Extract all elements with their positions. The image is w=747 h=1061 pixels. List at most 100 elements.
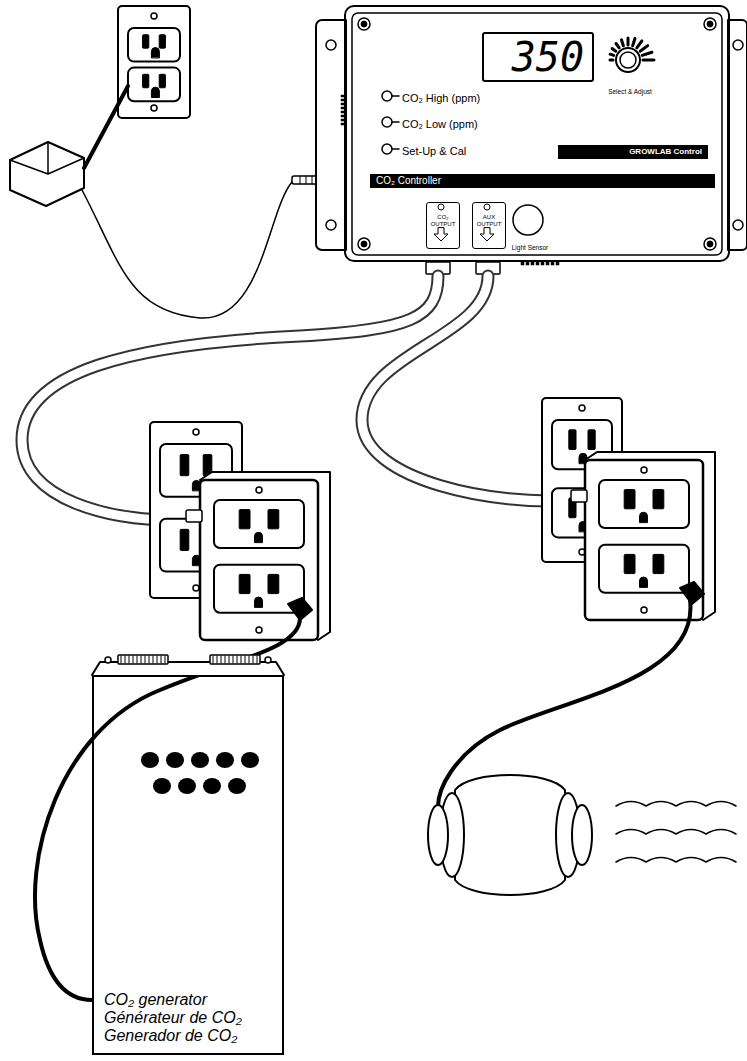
- relay-screw: [641, 467, 647, 473]
- outlet-slot: [624, 490, 635, 509]
- knob-scale: [610, 59, 613, 62]
- relays: [35, 398, 715, 1000]
- vent-hole: [216, 752, 234, 768]
- fan-collar: [428, 805, 448, 865]
- jack-plug: [292, 176, 318, 184]
- terminal-grill: [121, 656, 213, 663]
- terminal-grill: [141, 656, 233, 663]
- relay-side: [200, 472, 330, 640]
- wall-outlet: [128, 68, 180, 102]
- status-led: [382, 117, 392, 127]
- panel-screw: [704, 18, 716, 30]
- led-leader: [392, 95, 399, 97]
- outlet-slot: [268, 510, 279, 529]
- vent-slot: [536, 262, 539, 265]
- panel-screw: [707, 21, 713, 27]
- ground-hole: [640, 577, 648, 587]
- adapter-cord: [82, 182, 292, 318]
- relay-screw: [256, 627, 262, 633]
- cable-connector: [571, 490, 587, 502]
- panel-element: AUX OUTPUT: [472, 202, 506, 249]
- label-text: GROWLAB Control: [564, 146, 702, 158]
- outlet-slot: [143, 35, 149, 48]
- terminal-grill: [149, 656, 241, 663]
- panel-screw: [704, 238, 716, 250]
- output-led: [484, 204, 490, 210]
- label-text: CO₂ generator: [104, 991, 274, 1009]
- terminal-grill: [157, 656, 249, 663]
- controller-housing: CO₂ High (ppm)CO₂ Low (ppm)Set-Up & CalS…: [344, 5, 730, 262]
- label-text: CO₂ High (ppm): [402, 92, 552, 104]
- panel-screw: [361, 241, 367, 247]
- co2-generator: CO₂ generatorGénérateur de CO₂Generador …: [92, 675, 284, 1055]
- adjust-knob: [616, 48, 640, 72]
- ground-hole: [640, 512, 648, 522]
- cable-connector: [186, 510, 202, 522]
- plate-screw: [193, 429, 199, 435]
- output-cable: [362, 276, 571, 501]
- vent-hole: [191, 752, 209, 768]
- knob-scale: [643, 59, 654, 62]
- outlet-slot: [159, 74, 165, 87]
- vent-slot: [526, 262, 529, 265]
- mounting-hole: [733, 220, 743, 230]
- adapter-prongs: [84, 86, 128, 168]
- lifting-eye: [265, 657, 271, 663]
- mounting-flange: [316, 20, 346, 250]
- terminal-grill: [133, 656, 225, 663]
- panel-element: CO₂ OUTPUT: [426, 202, 460, 249]
- knob-scale: [627, 38, 630, 45]
- face-panel: [352, 13, 722, 255]
- vent-slot: [556, 262, 559, 265]
- knob-scale: [612, 48, 616, 51]
- label-text: Générateur de CO₂: [104, 1009, 274, 1027]
- output-cable: [362, 276, 571, 501]
- output-led: [438, 204, 444, 210]
- knob-scale: [633, 38, 635, 45]
- fan-body: [455, 775, 565, 895]
- lifting-eye: [105, 657, 111, 663]
- terminal-grill: [129, 656, 221, 663]
- jack-grip: [300, 176, 312, 184]
- terminal-grill: [125, 656, 217, 663]
- outlet-slot: [159, 35, 165, 48]
- power-supply: [10, 6, 342, 318]
- panel-screw: [361, 21, 367, 27]
- terminal-grill: [165, 656, 257, 663]
- label-text: CO₂ Controller: [376, 175, 709, 187]
- vent-hole: [166, 752, 184, 768]
- power-adapter: [10, 142, 84, 206]
- panel-element: 350: [482, 32, 594, 82]
- outlet-slot: [268, 574, 279, 593]
- relay-screw: [641, 607, 647, 613]
- vent-hole: [153, 778, 171, 794]
- led-leader: [392, 121, 399, 123]
- knob-scale: [642, 52, 652, 55]
- plate-screw: [579, 405, 585, 411]
- panel-element: GROWLAB Control: [558, 145, 708, 159]
- plate-screw: [151, 13, 157, 19]
- panel-screw: [358, 238, 370, 250]
- relay-box: [200, 480, 318, 640]
- status-led: [382, 144, 392, 154]
- ground-hole: [151, 87, 159, 97]
- controller-artwork: [316, 13, 747, 274]
- knob-scale: [640, 46, 648, 52]
- airflow-line: [616, 802, 736, 807]
- vent-hole: [241, 752, 259, 768]
- plug: [680, 582, 704, 604]
- knob-scale: [621, 40, 623, 46]
- vent-hole: [228, 778, 246, 794]
- panel-screw: [358, 18, 370, 30]
- wall-outlet: [128, 28, 180, 62]
- inline-fan: [428, 775, 736, 895]
- mounting-flange: [728, 20, 747, 250]
- vent-hole: [178, 778, 196, 794]
- airflow-line: [616, 830, 736, 835]
- label-text: CO₂ OUTPUT: [428, 214, 458, 228]
- outlet-slot: [239, 574, 250, 593]
- led-leader: [392, 148, 399, 150]
- relay-outlet: [214, 500, 304, 548]
